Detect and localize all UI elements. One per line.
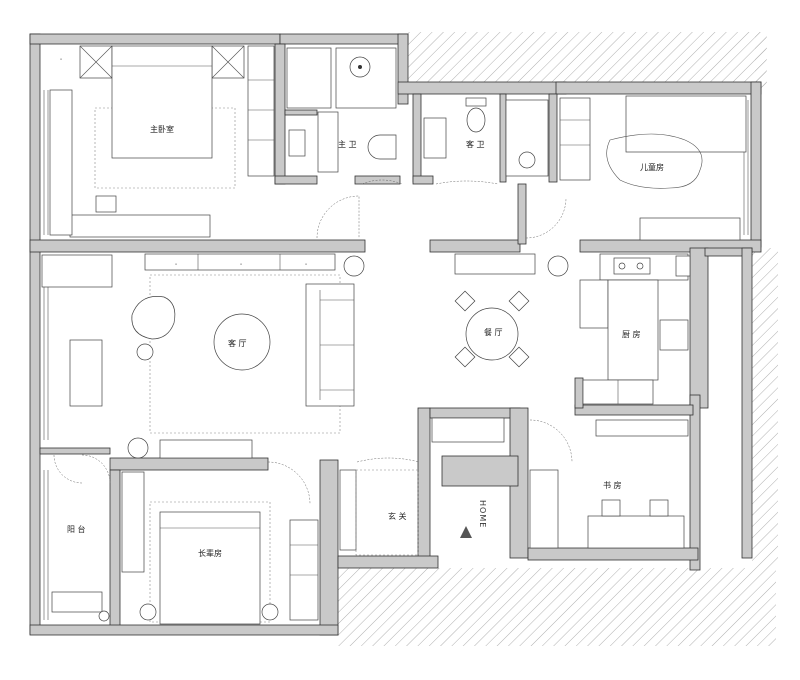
label-study: 书 房	[603, 480, 622, 490]
label-guest-bath: 客 卫	[466, 139, 485, 149]
kids-room-furniture	[559, 95, 747, 241]
kitchen-fixtures	[579, 253, 691, 405]
entry-arrow-icon	[460, 526, 472, 538]
label-entrance: 玄 关	[388, 511, 407, 521]
guest-bath-fixtures	[423, 97, 549, 177]
entrance-fixtures	[339, 417, 505, 556]
svg-text:▫: ▫	[240, 262, 242, 266]
balcony-fixtures	[51, 591, 110, 622]
study-furniture	[529, 419, 689, 549]
dining-room-furniture	[454, 253, 569, 368]
walls	[29, 33, 762, 636]
terrace-bottom	[338, 248, 778, 646]
master-bedroom-furniture	[49, 45, 275, 238]
terrace-top-right	[408, 32, 767, 92]
label-balcony: 阳 台	[67, 524, 86, 534]
door-swings	[53, 179, 573, 505]
living-room-furniture	[41, 253, 365, 459]
label-kids-room: 儿童房	[640, 162, 664, 172]
master-bath-fixtures	[286, 47, 397, 173]
label-living-room: 客 厅	[228, 338, 247, 348]
home-entry-marker: HOME	[460, 500, 487, 538]
label-kitchen: 厨 房	[622, 329, 641, 339]
label-master-bedroom: 主卧室	[150, 124, 174, 134]
svg-text:▫: ▫	[175, 262, 177, 266]
home-label: HOME	[478, 500, 487, 528]
label-master-bath: 主 卫	[338, 139, 357, 149]
windows	[43, 90, 749, 620]
svg-text:▫: ▫	[60, 57, 62, 61]
label-dining-room: 餐 厅	[484, 328, 503, 337]
cabinet-detail-marks: ▫ ▫ ▫ ▫	[60, 57, 307, 266]
elder-room-furniture	[121, 471, 319, 625]
label-elder-room: 长辈房	[198, 548, 222, 558]
svg-text:▫: ▫	[305, 262, 307, 266]
